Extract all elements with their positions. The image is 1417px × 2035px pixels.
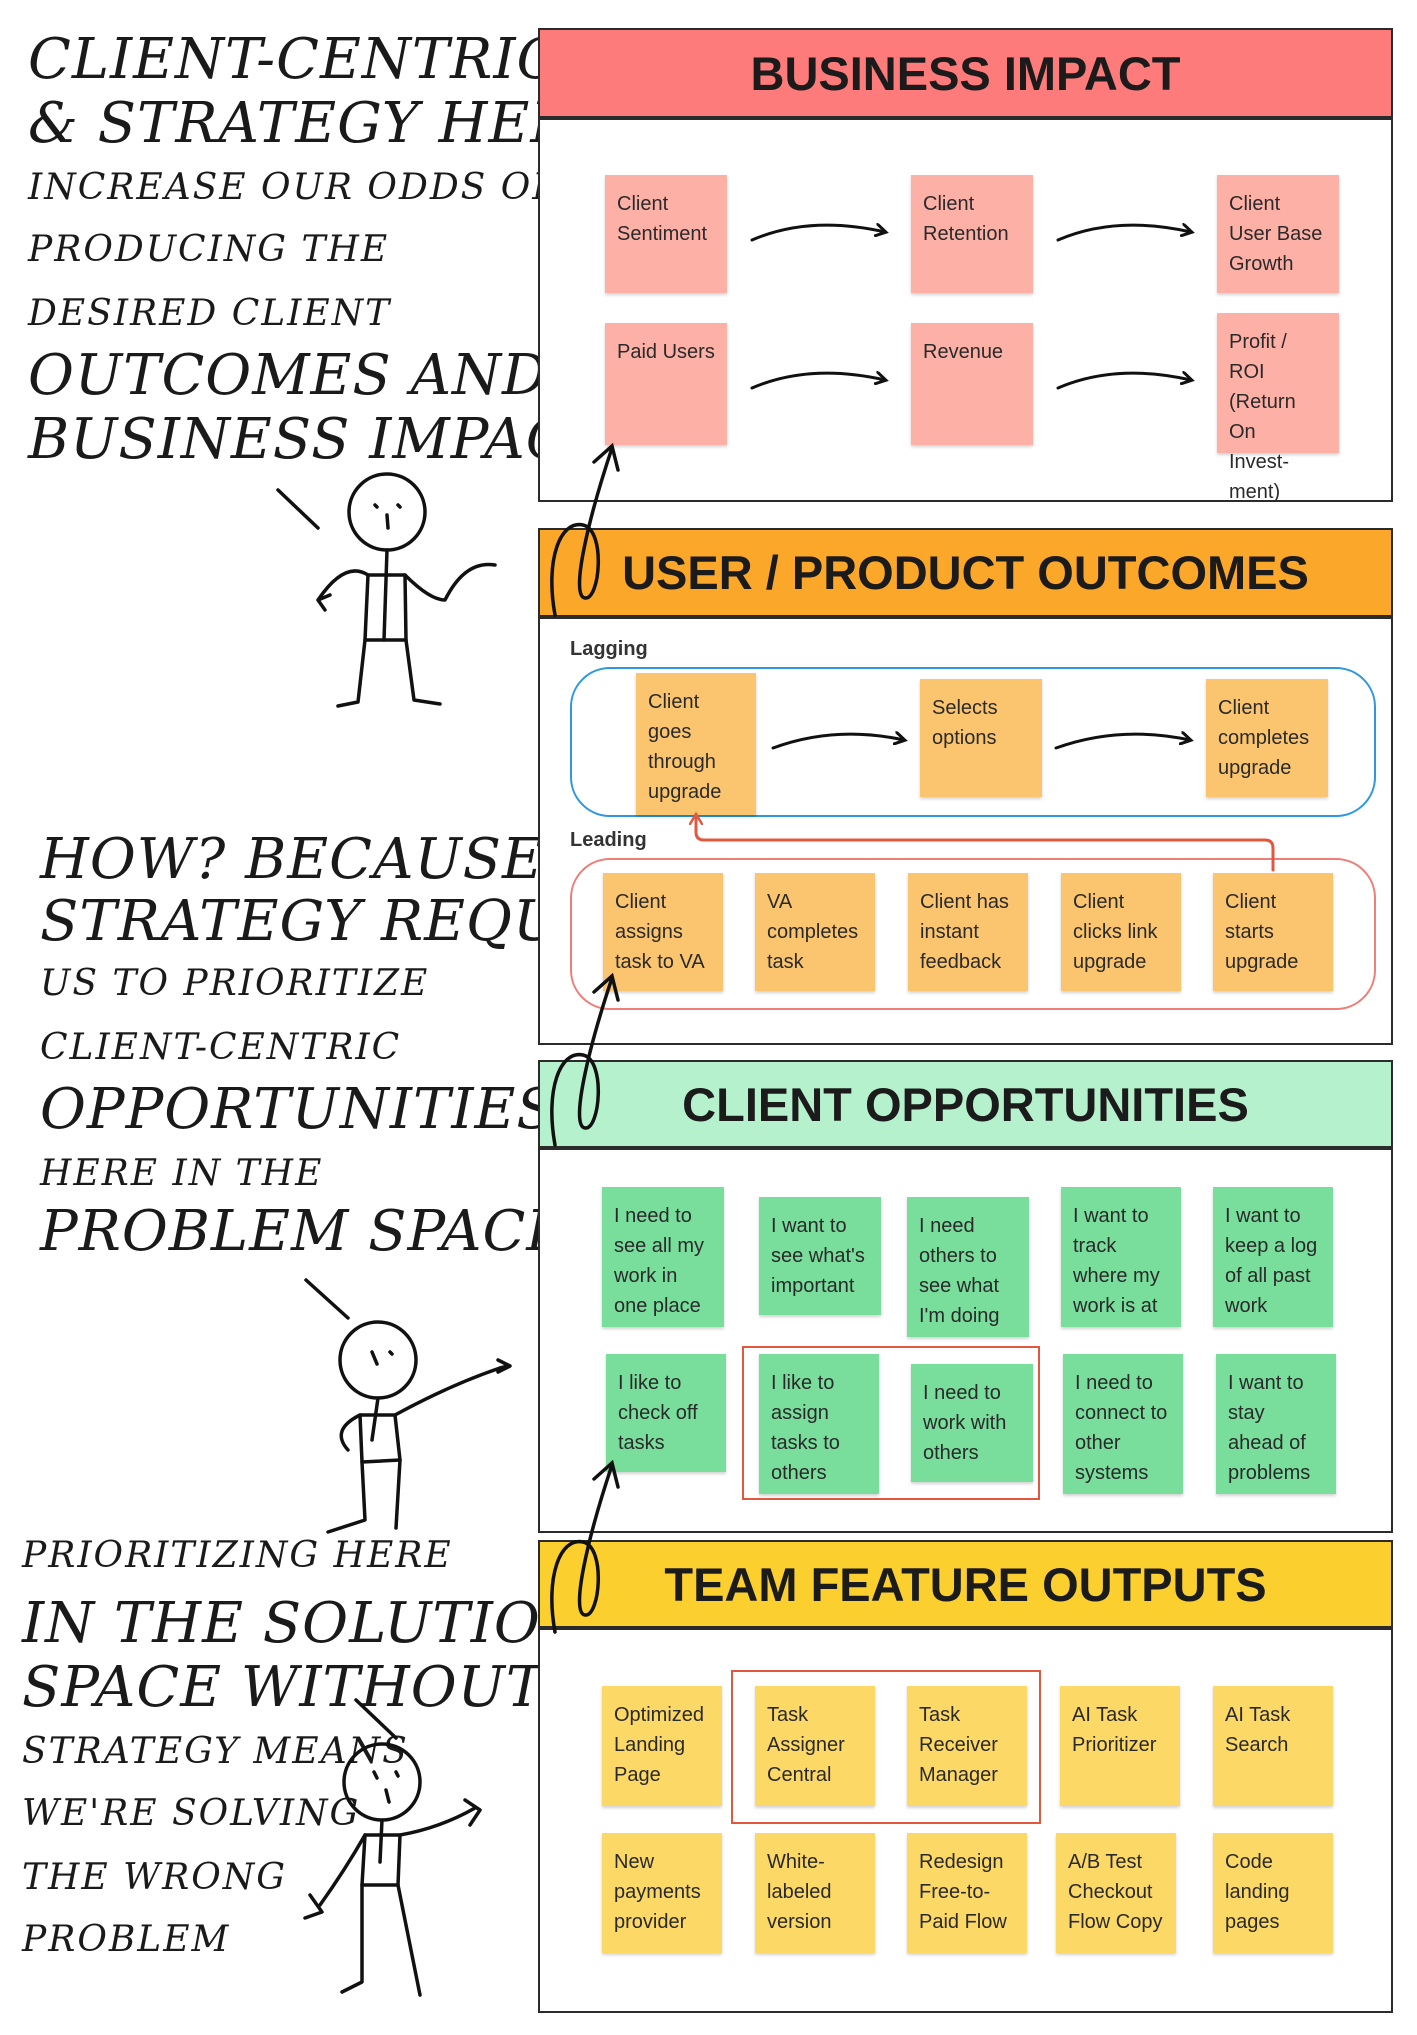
lagging-label: Lagging [570, 638, 648, 660]
sticky-redesign-flow: Redesign Free-to- Paid Flow [907, 1833, 1027, 1953]
sticky-profit-roi: Profit / ROI (Return On Invest- ment) [1217, 313, 1339, 503]
note1-line2: & STRATEGY HELP [28, 91, 608, 156]
stick-figure-2 [304, 1278, 512, 1534]
note3-line4: STRATEGY MEANS [22, 1731, 409, 1772]
sticky-ai-task-search: AI Task Search [1213, 1686, 1333, 1806]
sticky-user-base-growth: Client User Base Growth [1217, 175, 1339, 293]
outcomes-header: USER / PRODUCT OUTCOMES [538, 528, 1393, 617]
sticky-track-work: I want to track where my work is at [1061, 1187, 1181, 1327]
sticky-see-all-work: I need to see all my work in one place [602, 1187, 724, 1327]
sticky-new-payments-provider: New payments provider [602, 1833, 722, 1953]
sticky-others-see: I need others to see what I'm doing [907, 1197, 1029, 1337]
sticky-stay-ahead: I want to stay ahead of problems [1216, 1354, 1336, 1494]
note2-line1: HOW? BECAUSE [40, 827, 544, 892]
note2-line6: HERE IN THE [40, 1153, 324, 1194]
sticky-client-completes-upgrade: Client completes upgrade [1206, 679, 1328, 797]
note1-line5: DESIRED CLIENT [28, 293, 392, 334]
sticky-selects-options: Selects options [920, 679, 1042, 797]
sticky-va-completes-task: VA completes task [755, 873, 875, 991]
note3-line5: WE'RE SOLVING [22, 1793, 361, 1834]
sticky-task-assigner-central: Task Assigner Central [755, 1686, 875, 1806]
sticky-client-goes-through-upgrade: Client goes through upgrade [636, 673, 756, 815]
sticky-client-sentiment: Client Sentiment [605, 175, 727, 293]
sticky-ab-test-checkout: A/B Test Checkout Flow Copy [1056, 1833, 1176, 1953]
note1-line7: BUSINESS IMPACT [28, 407, 608, 472]
note3-line3: SPACE WITHOUT [22, 1655, 545, 1720]
sticky-assign-tasks: I like to assign tasks to others [759, 1354, 879, 1494]
sticky-client-assigns-task: Client assigns task to VA [603, 873, 723, 991]
sticky-work-with-others: I need to work with others [911, 1364, 1033, 1482]
note1-line4: PRODUCING THE [28, 229, 390, 270]
outputs-header: TEAM FEATURE OUTPUTS [538, 1540, 1393, 1628]
stick-figure-1 [276, 472, 497, 708]
sticky-code-landing-pages: Code landing pages [1213, 1833, 1333, 1953]
note3-line1: PRIORITIZING HERE [22, 1535, 453, 1576]
note1-line3: INCREASE OUR ODDS OF [28, 167, 560, 208]
sticky-starts-upgrade: Client starts upgrade [1213, 873, 1333, 991]
sticky-see-whats-important: I want to see what's important [759, 1197, 881, 1315]
sticky-paid-users: Paid Users [605, 323, 727, 445]
sticky-revenue: Revenue [911, 323, 1033, 445]
note2-line7: PROBLEM SPACE [40, 1199, 569, 1264]
note2-line5: OPPORTUNITIES [40, 1077, 556, 1142]
note3-line7: PROBLEM [22, 1919, 231, 1960]
note3-line6: THE WRONG [22, 1857, 288, 1898]
sticky-keep-log: I want to keep a log of all past work [1213, 1187, 1333, 1327]
sticky-connect-systems: I need to connect to other systems [1063, 1354, 1183, 1494]
sticky-clicks-link-upgrade: Client clicks link upgrade [1061, 873, 1181, 991]
sticky-ai-task-prioritizer: AI Task Prioritizer [1060, 1686, 1180, 1806]
business-impact-header: BUSINESS IMPACT [538, 28, 1393, 118]
note2-line4: CLIENT-CENTRIC [40, 1027, 402, 1068]
lagging-lane [570, 667, 1376, 817]
sticky-client-retention: Client Retention [911, 175, 1033, 293]
sticky-instant-feedback: Client has instant feedback [908, 873, 1028, 991]
sticky-check-off-tasks: I like to check off tasks [606, 1354, 726, 1472]
note2-line3: US TO PRIORITIZE [40, 963, 430, 1004]
leading-label: Leading [570, 829, 647, 851]
sticky-task-receiver-manager: Task Receiver Manager [907, 1686, 1027, 1806]
output-highlight-box [731, 1670, 1041, 1824]
opportunities-header: CLIENT OPPORTUNITIES [538, 1060, 1393, 1148]
sticky-optimized-landing-page: Optimized Landing Page [602, 1686, 722, 1806]
opportunity-highlight-box [742, 1346, 1040, 1500]
note1-line6: OUTCOMES AND [28, 343, 548, 408]
note3-line2: IN THE SOLUTION [22, 1591, 591, 1656]
sticky-white-labeled-version: White- labeled version [755, 1833, 875, 1953]
